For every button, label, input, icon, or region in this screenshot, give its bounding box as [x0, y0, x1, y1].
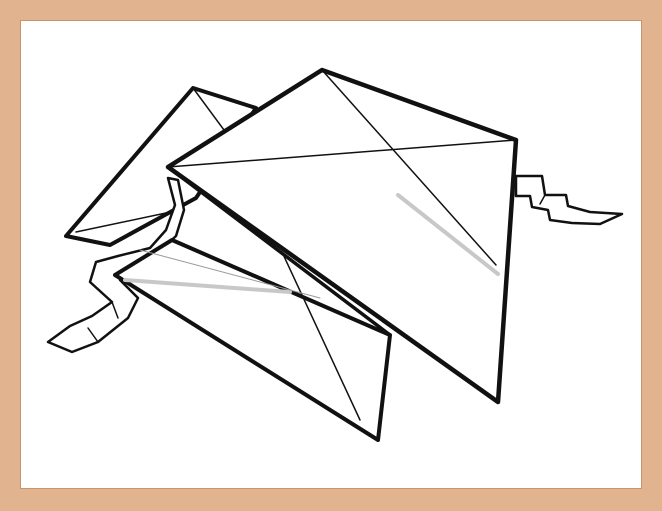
ribbon-right-tail — [516, 176, 622, 224]
